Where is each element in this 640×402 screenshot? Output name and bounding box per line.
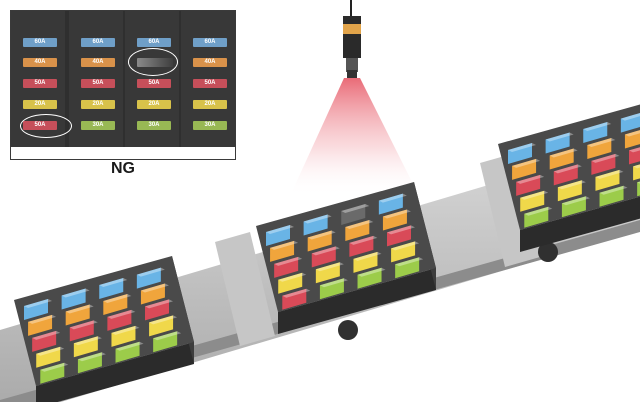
fuse-icon bbox=[583, 122, 608, 144]
fuse-icon bbox=[315, 262, 340, 284]
fuse-icon bbox=[387, 225, 412, 247]
fuse-icon bbox=[140, 283, 165, 305]
fuse-icon bbox=[319, 278, 344, 300]
fuse-icon bbox=[520, 190, 545, 212]
fuse-icon bbox=[524, 206, 549, 228]
fuse-icon bbox=[103, 293, 128, 315]
fuse-icon bbox=[145, 299, 170, 321]
fuse-icon bbox=[508, 143, 532, 164]
roller-icon bbox=[538, 242, 558, 262]
fuse-icon bbox=[549, 148, 574, 170]
fuse-icon bbox=[599, 185, 624, 207]
fuse-icon bbox=[595, 169, 620, 191]
fuse-icon bbox=[516, 174, 541, 196]
fuse-icon bbox=[278, 272, 303, 294]
fuse-icon bbox=[77, 352, 102, 374]
fuse-icon bbox=[391, 241, 416, 263]
fuse-label: 50A bbox=[193, 79, 227, 88]
fuse-label: 30A bbox=[137, 121, 171, 130]
fuse-trays bbox=[14, 104, 640, 402]
fuse-icon bbox=[73, 336, 98, 358]
fuse-label: 20A bbox=[81, 100, 115, 109]
fuse-icon bbox=[561, 196, 586, 218]
fuse-icon bbox=[512, 158, 537, 180]
fuse-label: 60A bbox=[137, 38, 171, 47]
defect-highlight-ring bbox=[128, 48, 178, 76]
fuse-icon bbox=[153, 331, 178, 353]
fuse-icon bbox=[357, 267, 382, 289]
fuse-label: 60A bbox=[193, 38, 227, 47]
fuse-icon bbox=[587, 137, 612, 159]
fuse-icon bbox=[107, 309, 132, 331]
fuse-icon bbox=[28, 314, 53, 336]
fuse-label: 20A bbox=[137, 100, 171, 109]
fuse-icon bbox=[637, 181, 640, 197]
tray-side bbox=[520, 196, 640, 252]
fuse-icon bbox=[24, 299, 48, 320]
fuse-icon bbox=[553, 164, 578, 186]
fuse-icon bbox=[274, 256, 299, 278]
fuse-icon bbox=[40, 362, 65, 384]
fuse-label: 60A bbox=[81, 38, 115, 47]
fuse-icon bbox=[282, 288, 307, 310]
fuse-icon bbox=[633, 164, 640, 181]
fuse-icon bbox=[629, 147, 640, 165]
fuse-icon bbox=[69, 320, 94, 342]
fuse-icon bbox=[266, 225, 290, 246]
fuse-icon bbox=[311, 246, 336, 268]
fuse-icon bbox=[591, 153, 616, 175]
fuse-icon bbox=[378, 193, 403, 215]
fuse-label: 20A bbox=[23, 100, 57, 109]
inspection-inset: 60A 40A 50A 20A 50A 60A 40A 50A 20A 30A 60A 50A 20A 3… bbox=[10, 10, 236, 160]
defect-highlight-ring bbox=[20, 114, 72, 138]
fuse-icon bbox=[149, 315, 174, 337]
fuse-label: 40A bbox=[193, 58, 227, 67]
missing-fuse bbox=[341, 204, 366, 226]
fuse-label: 50A bbox=[81, 79, 115, 88]
fuse-icon bbox=[136, 267, 161, 289]
roller-icon bbox=[338, 320, 358, 340]
fuse-icon bbox=[303, 214, 328, 236]
fuse-icon bbox=[111, 325, 136, 347]
fuse-icon bbox=[32, 330, 57, 352]
fuse-icon bbox=[36, 346, 61, 368]
fuse-label: 20A bbox=[193, 100, 227, 109]
fuse-icon bbox=[624, 130, 640, 149]
fuse-icon bbox=[557, 180, 582, 202]
fuse-icon bbox=[307, 230, 332, 252]
fuse-icon bbox=[620, 112, 640, 133]
fuse-icon bbox=[115, 341, 140, 363]
fuse-box-view: 60A 40A 50A 20A 50A 60A 40A 50A 20A 30A 60A 50A 20A 3… bbox=[11, 11, 235, 147]
fuse-icon bbox=[382, 209, 407, 231]
fuse-icon bbox=[395, 257, 420, 279]
fuse-label: 40A bbox=[23, 58, 57, 67]
fuse-icon bbox=[545, 132, 570, 154]
fuse-icon bbox=[353, 251, 378, 273]
fuse-icon bbox=[270, 240, 295, 262]
fuse-icon bbox=[349, 235, 374, 257]
fuse-icon bbox=[99, 278, 124, 300]
tray-side bbox=[36, 342, 194, 402]
fuse-label: 30A bbox=[81, 121, 115, 130]
fuse-label: 50A bbox=[23, 79, 57, 88]
fuse-icon bbox=[61, 288, 86, 310]
fuse-label: 30A bbox=[193, 121, 227, 130]
fuse-label: 40A bbox=[81, 58, 115, 67]
fuse-icon bbox=[345, 219, 370, 241]
vision-camera-icon bbox=[343, 0, 361, 78]
fuse-label: 60A bbox=[23, 38, 57, 47]
fuse-icon bbox=[65, 304, 90, 326]
camera-light-beam bbox=[290, 78, 415, 196]
ng-verdict-label: NG bbox=[111, 160, 135, 177]
fuse-label: 50A bbox=[137, 79, 171, 88]
tray-side bbox=[278, 268, 436, 334]
